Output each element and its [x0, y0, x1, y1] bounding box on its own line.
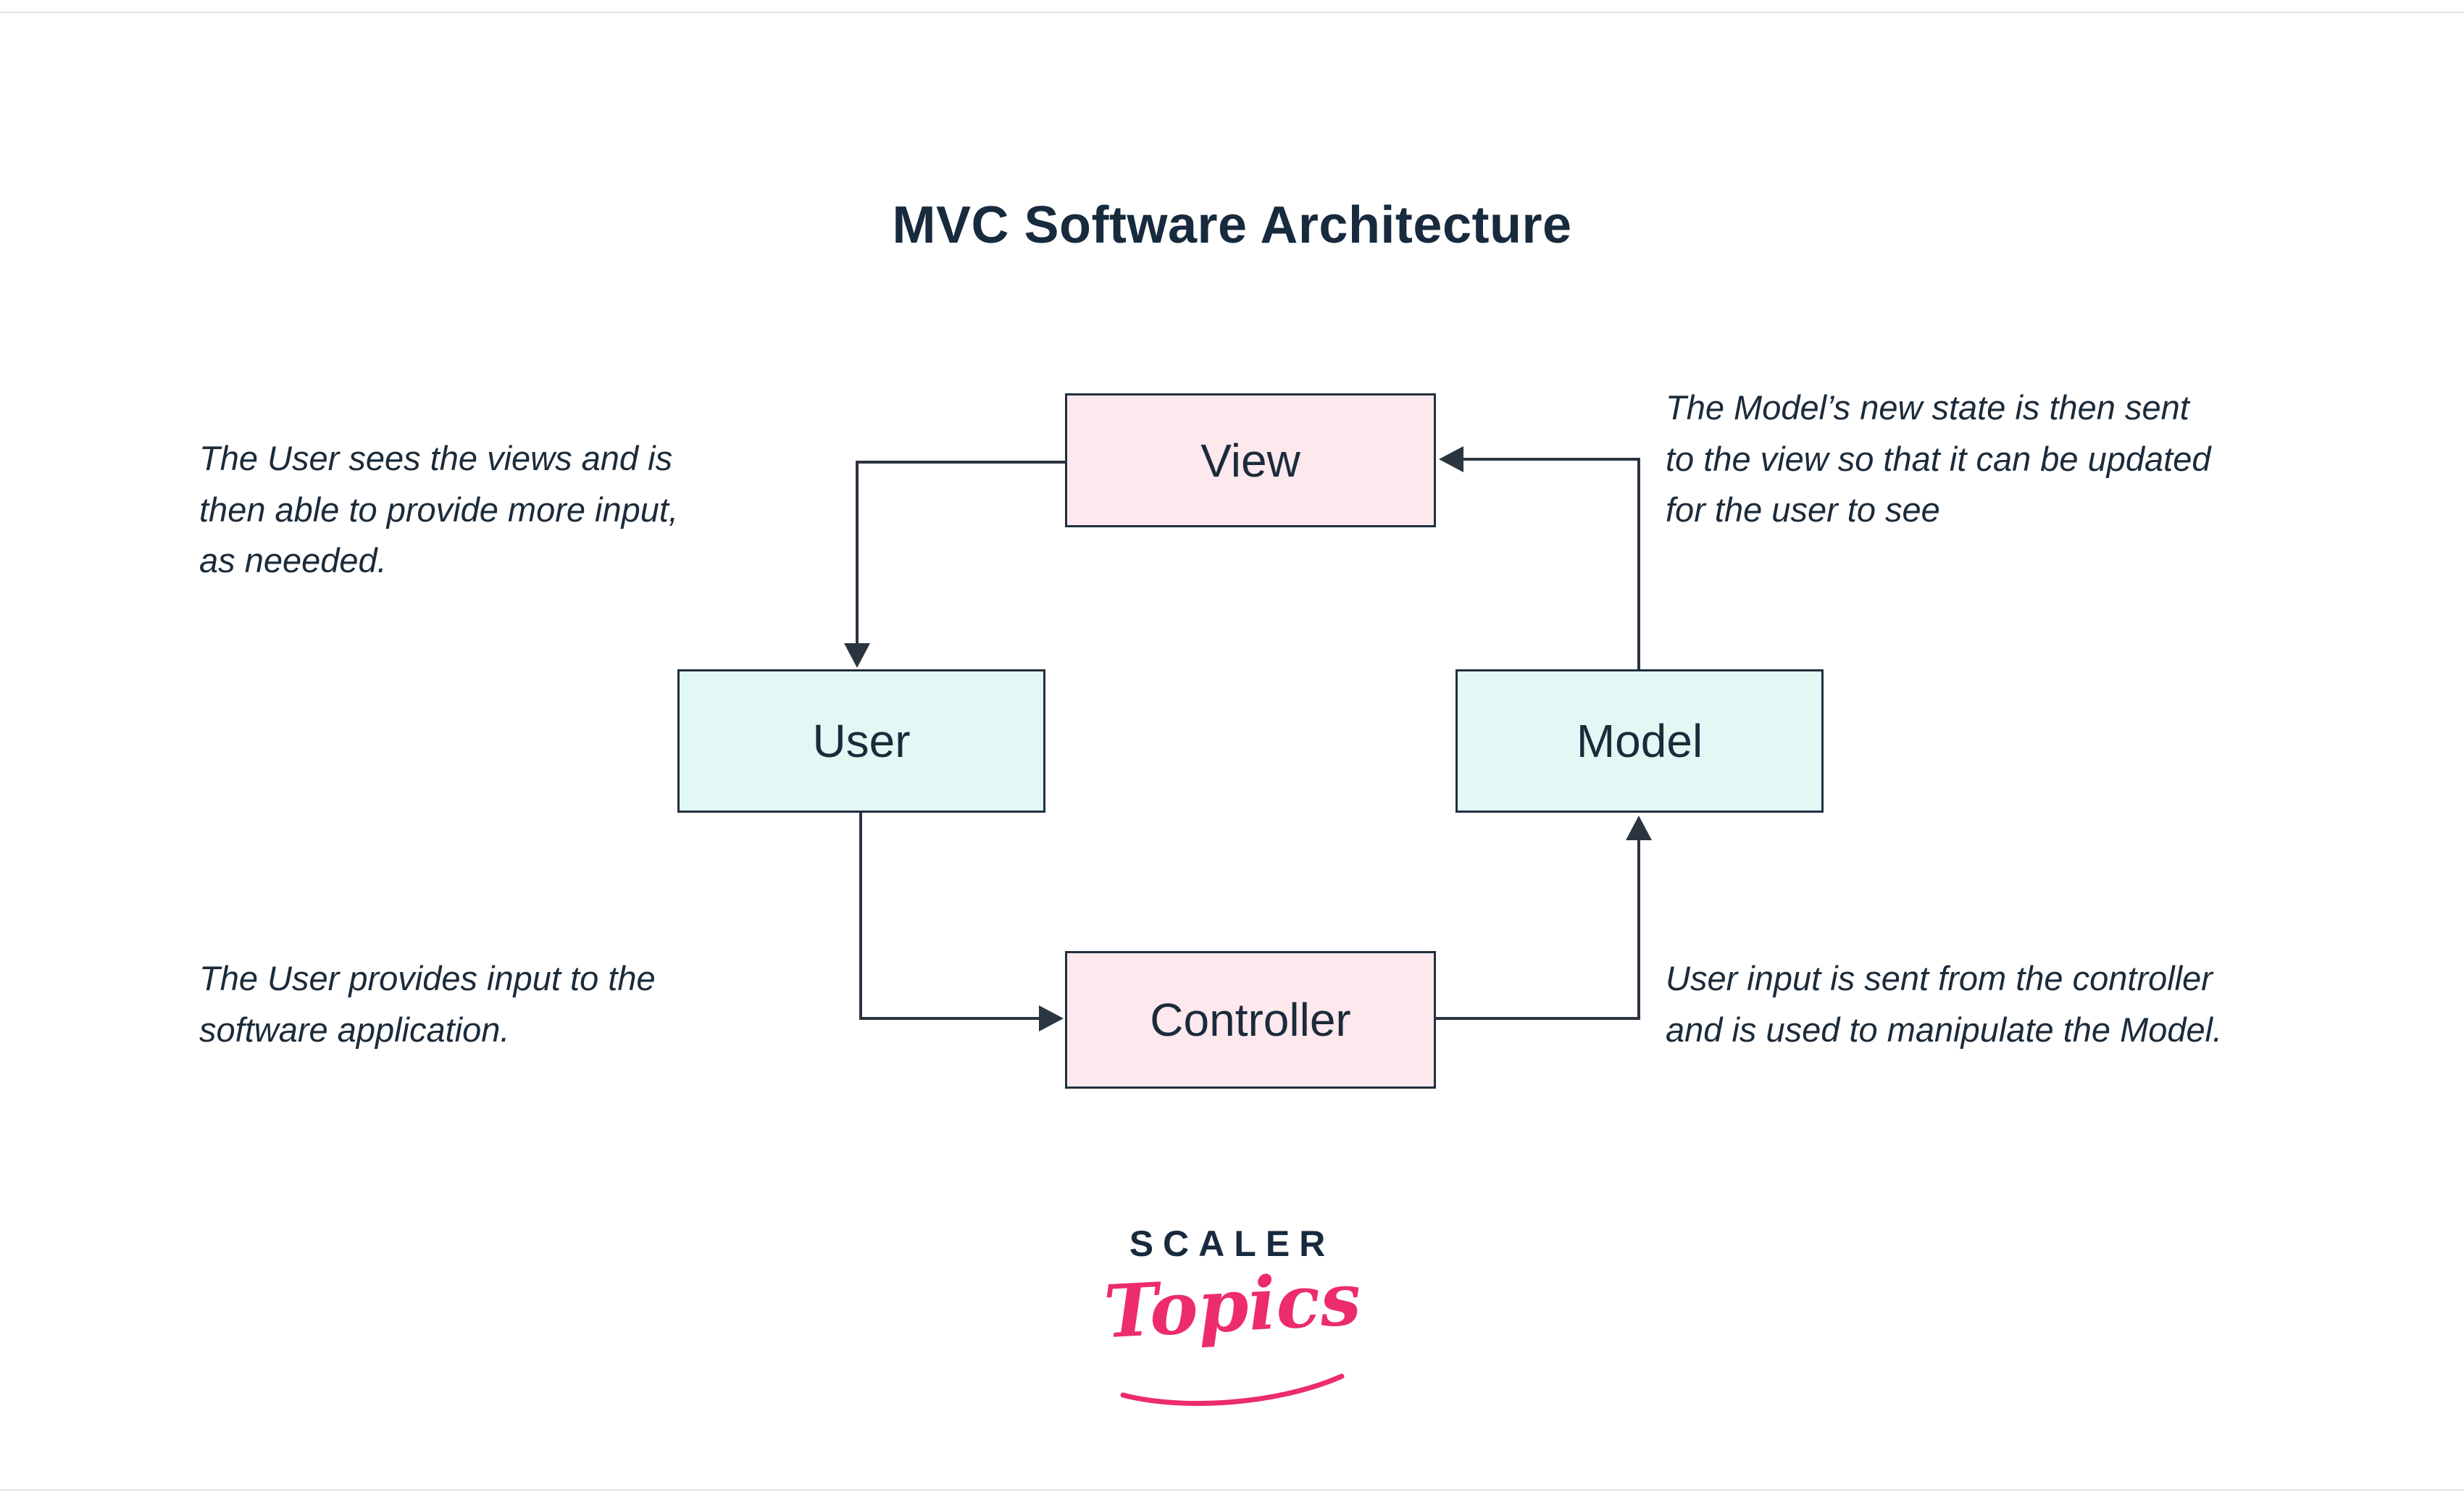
annotation-line: and is used to manipulate the Model. — [1666, 1010, 2223, 1049]
arrow-controller-to-model-segment-h — [1436, 1017, 1640, 1020]
logo-underline-swoosh-icon — [1120, 1373, 1344, 1406]
arrowhead-right-icon — [1039, 1005, 1064, 1031]
node-view-label: View — [1200, 434, 1300, 487]
node-view: View — [1065, 393, 1436, 527]
node-user-label: User — [812, 715, 911, 767]
annotation-line: as neeeded. — [199, 541, 387, 579]
arrow-controller-to-model-segment-v — [1637, 840, 1640, 1020]
annotation-line: to the view so that it can be updated — [1666, 439, 2211, 478]
arrow-model-to-view-segment-h — [1463, 458, 1640, 461]
annotation-line: The User sees the views and is — [199, 439, 673, 477]
diagram-title: MVC Software Architecture — [892, 196, 1572, 254]
node-controller-label: Controller — [1150, 994, 1351, 1046]
annotation-line: The User provides input to the — [199, 959, 656, 997]
annotation-line: for the user to see — [1666, 490, 1940, 529]
logo-brand-text: SCALER — [1129, 1223, 1335, 1264]
annotation-model-to-view: The Model’s new state is then sent to th… — [1666, 382, 2211, 536]
arrow-user-to-controller-segment-v — [859, 813, 862, 1020]
arrow-view-to-user-segment-v — [856, 461, 859, 643]
annotation-line: User input is sent from the controller — [1666, 959, 2213, 997]
arrow-view-to-user-segment-h — [856, 461, 1065, 464]
arrowhead-down-icon — [844, 643, 870, 668]
annotation-view-to-user: The User sees the views and is then able… — [199, 433, 678, 587]
arrow-user-to-controller-segment-h — [859, 1017, 1039, 1020]
arrowhead-left-icon — [1439, 446, 1463, 472]
arrow-model-to-view-segment-v — [1637, 458, 1640, 669]
annotation-line: The Model’s new state is then sent — [1666, 388, 2189, 427]
node-model: Model — [1456, 669, 1824, 813]
arrowhead-up-icon — [1626, 816, 1652, 840]
annotation-line: then able to provide more input, — [199, 490, 679, 529]
node-controller: Controller — [1065, 951, 1436, 1089]
top-border-line — [0, 12, 2464, 13]
logo-wordmark-text: Topics — [1101, 1255, 1363, 1355]
annotation-line: software application. — [199, 1010, 510, 1049]
annotation-user-to-controller: The User provides input to the software … — [199, 953, 656, 1055]
node-user: User — [677, 669, 1045, 813]
bottom-border-line — [0, 1489, 2464, 1491]
node-model-label: Model — [1576, 715, 1703, 767]
annotation-controller-to-model: User input is sent from the controller a… — [1666, 953, 2222, 1055]
